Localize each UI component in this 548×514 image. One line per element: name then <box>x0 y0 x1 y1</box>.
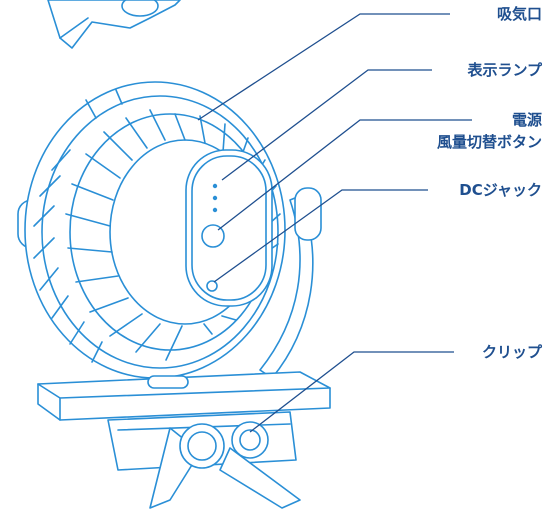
dc-jack-label: DCジャック <box>459 181 542 199</box>
power-button-label-line2: 風量切替ボタン <box>436 133 542 151</box>
power-button <box>201 224 225 248</box>
indicator-lamp-label: 表示ランプ <box>467 61 542 79</box>
clip-jaw <box>149 421 301 509</box>
power-button-label-line1: 電源 <box>511 111 542 129</box>
indicator-lamps <box>212 183 218 213</box>
dc-jack-port <box>206 280 218 292</box>
control-panel <box>185 149 273 307</box>
top-clip-fragment <box>47 0 181 49</box>
leader-lines <box>197 13 472 433</box>
intake-label: 吸気口 <box>496 5 542 23</box>
clip-label: クリップ <box>481 343 542 361</box>
